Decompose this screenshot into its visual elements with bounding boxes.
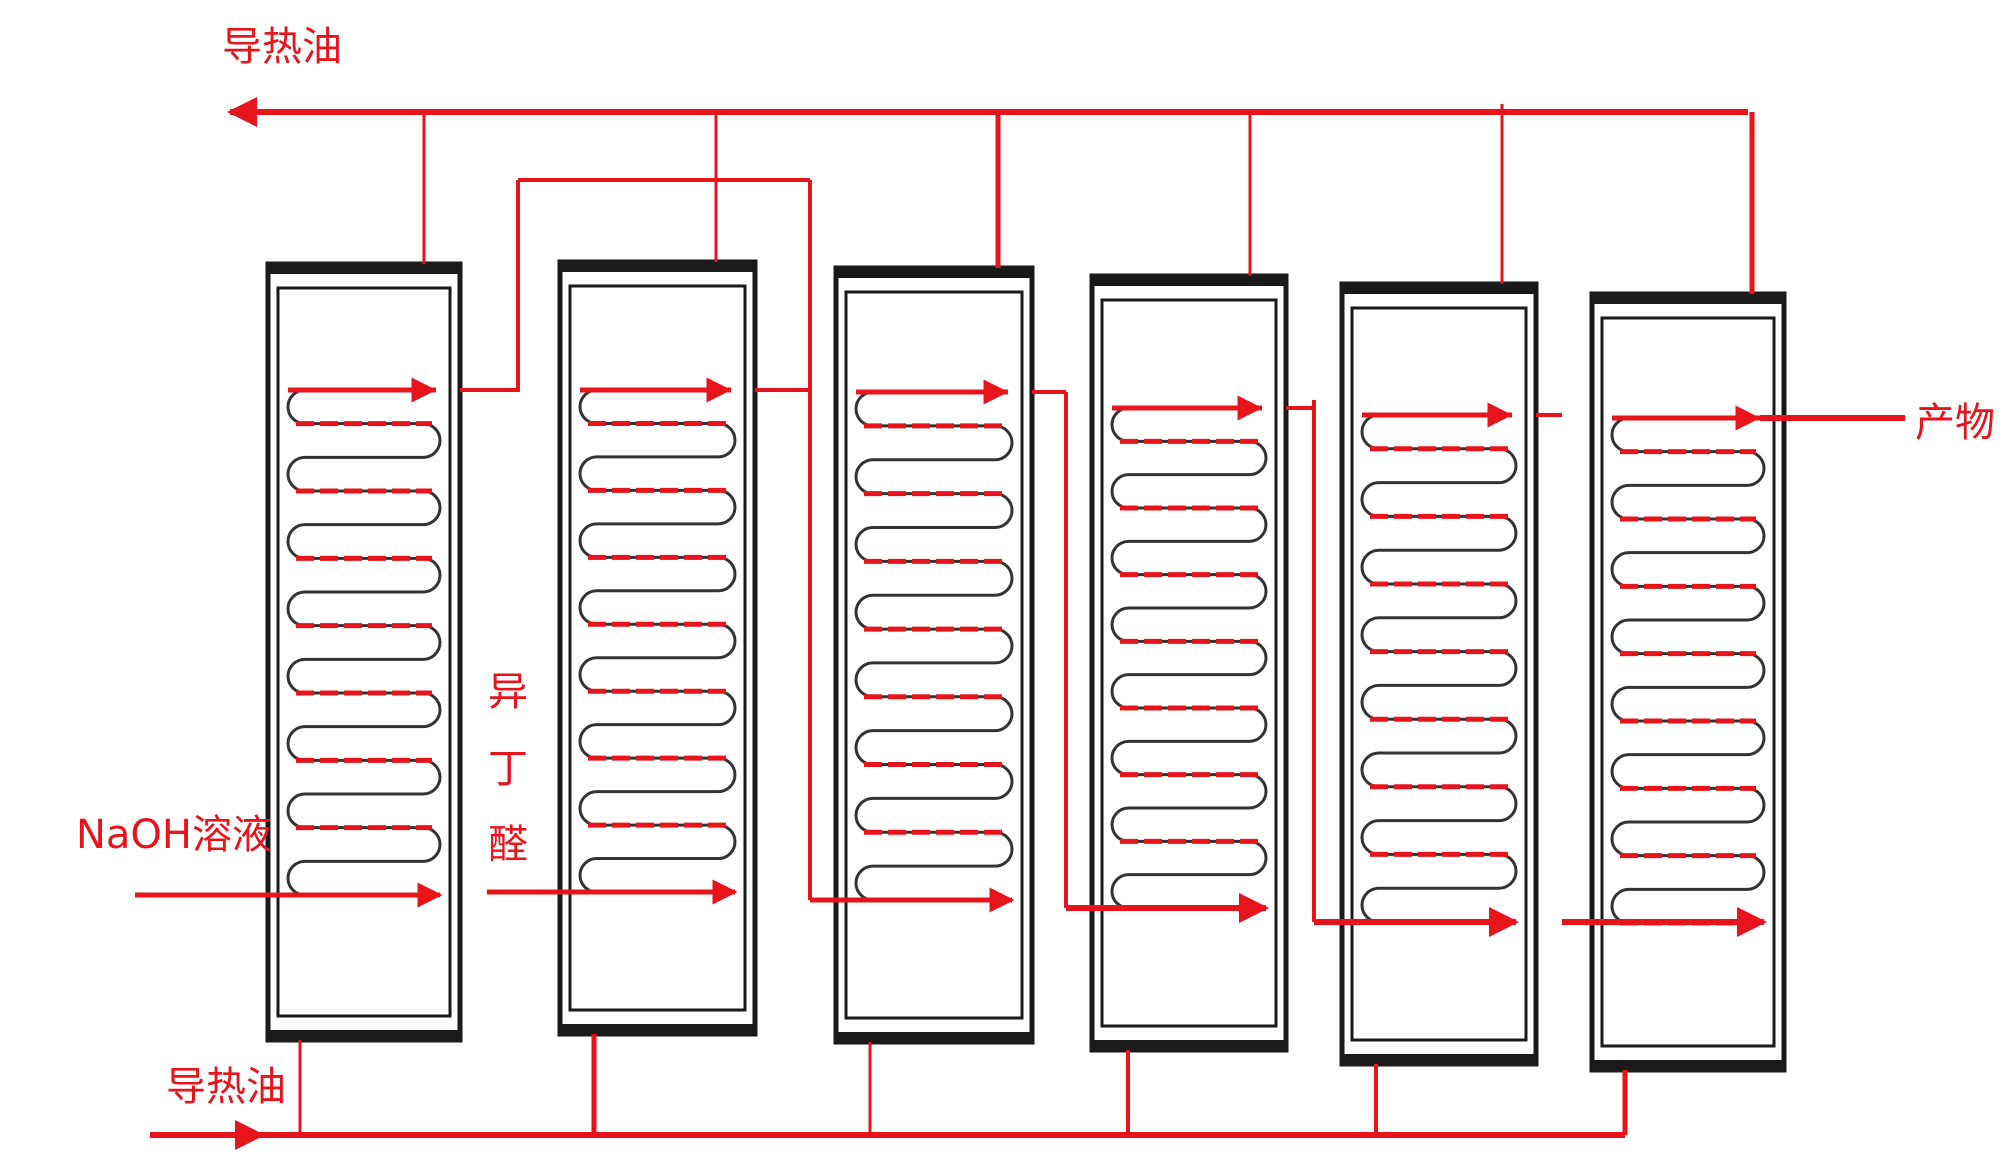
heating-coil — [1610, 416, 1766, 925]
heating-coil — [854, 390, 1014, 902]
reactor-5 — [1339, 281, 1539, 1067]
reactor-top-head — [268, 264, 460, 274]
heat-oil-supply-label: 导热油 — [166, 1064, 286, 1110]
naoh-solution-label: NaOH溶液 — [76, 812, 272, 858]
reactor-top-head — [1342, 284, 1536, 294]
heating-coil — [286, 388, 442, 897]
reactor-inner-wall — [844, 290, 1024, 1020]
reactor-bottom-head — [268, 1030, 460, 1040]
isobutyraldehyde-label-3: 醛 — [488, 822, 528, 868]
reactor-top-head — [836, 268, 1032, 278]
reactor-bottom-head — [1592, 1060, 1784, 1070]
pipe-network — [135, 97, 1905, 1150]
reactor-inner-wall — [568, 284, 747, 1012]
reactor-shell — [1339, 281, 1539, 1067]
reactor-top-head — [1092, 276, 1286, 286]
heating-coil — [1110, 406, 1268, 910]
reactor-4 — [1089, 273, 1289, 1053]
reactor-6 — [1589, 291, 1787, 1073]
reactor-inner-wall — [1600, 316, 1776, 1048]
reactor-top-head — [1592, 294, 1784, 304]
reactor-bottom-head — [1092, 1040, 1286, 1050]
heat-oil-return-label: 导热油 — [222, 24, 342, 70]
heating-coil — [1360, 413, 1518, 924]
reactor-1 — [265, 261, 463, 1043]
isobutyraldehyde-label-2: 丁 — [488, 746, 528, 792]
reactor-shell — [1089, 273, 1289, 1053]
reactor-inner-wall — [1350, 306, 1528, 1042]
reactor-bottom-head — [1342, 1054, 1536, 1064]
reactor-bottom-head — [836, 1032, 1032, 1042]
reactor-2 — [557, 259, 758, 1037]
reactor-shell — [265, 261, 463, 1043]
reactor-3 — [833, 265, 1035, 1045]
reactor-bottom-head — [560, 1024, 755, 1034]
reactor-inner-wall — [276, 286, 452, 1018]
product-label: 产物 — [1915, 400, 1995, 446]
reactor-top-head — [560, 262, 755, 272]
reactor-shell — [833, 265, 1035, 1045]
heating-coil — [578, 388, 737, 894]
reactor-group — [265, 259, 1787, 1073]
reactor-shell — [1589, 291, 1787, 1073]
isobutyraldehyde-label-1: 异 — [488, 669, 528, 715]
reactor-shell — [557, 259, 758, 1037]
reactor-inner-wall — [1100, 298, 1278, 1028]
